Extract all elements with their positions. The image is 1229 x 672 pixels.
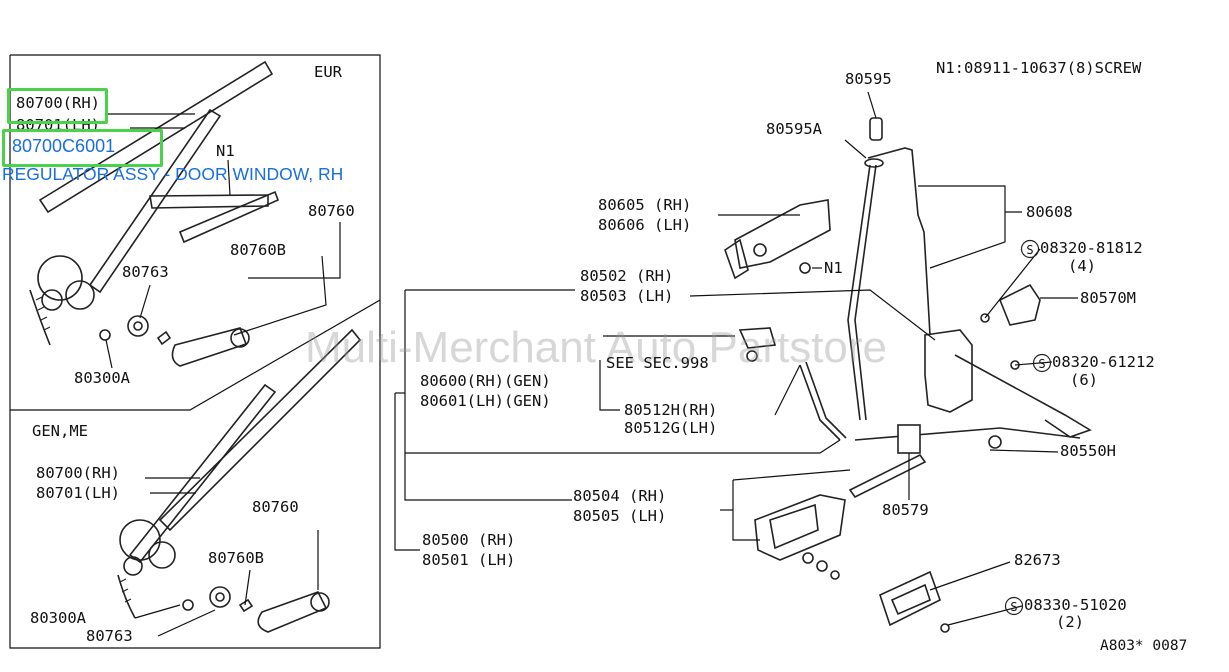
- part-label-80606: 80606 (LH): [598, 216, 692, 234]
- part-label-80505: 80505 (LH): [573, 507, 667, 525]
- part-label-80595a: 80595A: [766, 120, 822, 138]
- region-label-gen: GEN,ME: [32, 422, 88, 440]
- part-label-80763-gen: 80763: [86, 627, 133, 645]
- part-label-s08330-51020-qty: (2): [1056, 613, 1084, 631]
- part-label-n1-main: N1: [824, 259, 843, 277]
- screw-note: N1:08911-10637(8)SCREW: [936, 59, 1142, 77]
- see-section-note: SEE SEC.998: [606, 354, 709, 372]
- part-label-80501: 80501 (LH): [422, 551, 516, 569]
- leader-lines: [105, 91, 1078, 637]
- part-label-80763-eur: 80763: [122, 263, 169, 281]
- part-label-s08320-81812: 08320-81812: [1040, 239, 1143, 257]
- inset-frame: [9, 54, 381, 649]
- highlight-part-no[interactable]: 80700(RH): [16, 94, 100, 112]
- part-label-80300a-gen: 80300A: [30, 609, 86, 627]
- svg-text:S: S: [1026, 243, 1033, 257]
- part-label-80608: 80608: [1026, 203, 1073, 221]
- circled-s-icon: S: [1020, 239, 1040, 259]
- eur-regulator-drawing: [29, 60, 280, 367]
- svg-text:S: S: [1010, 600, 1017, 614]
- part-label-80512g: 80512G(LH): [624, 419, 718, 437]
- main-mechanism-drawing: [724, 117, 1092, 633]
- highlight-box-part-no[interactable]: [7, 88, 108, 124]
- part-label-80605: 80605 (RH): [598, 196, 692, 214]
- part-label-82673: 82673: [1014, 551, 1061, 569]
- part-label-80512h: 80512H(RH): [624, 401, 718, 419]
- part-label-80601: 80601(LH)(GEN): [420, 392, 551, 410]
- part-label-s08320-61212-qty: (6): [1070, 371, 1098, 389]
- part-label-s08320-61212: 08320-61212: [1052, 353, 1155, 371]
- part-label-s08320-81812-qty: (4): [1068, 257, 1096, 275]
- circled-s-icon: S: [1032, 353, 1052, 373]
- gen-regulator-drawing: [117, 328, 362, 633]
- part-label-80760-eur: 80760: [308, 202, 355, 220]
- drawing-code: A803* 0087: [1100, 638, 1188, 654]
- part-label-80760b-gen: 80760B: [208, 549, 264, 567]
- part-label-80570m: 80570M: [1080, 289, 1136, 307]
- part-label-80502: 80502 (RH): [580, 267, 674, 285]
- part-label-80595: 80595: [845, 70, 892, 88]
- part-label-s08330-51020: 08330-51020: [1024, 596, 1127, 614]
- part-label-80579: 80579: [882, 501, 929, 519]
- part-label-80760-gen: 80760: [252, 498, 299, 516]
- highlight-box-oem-no[interactable]: [2, 129, 163, 167]
- part-label-80760b-eur: 80760B: [230, 241, 286, 259]
- part-label-80600: 80600(RH)(GEN): [420, 372, 551, 390]
- part-label-80300a-eur: 80300A: [74, 369, 130, 387]
- part-label-80504: 80504 (RH): [573, 487, 667, 505]
- region-label-eur: EUR: [314, 63, 342, 81]
- part-label-80500: 80500 (RH): [422, 531, 516, 549]
- watermark: Multi-Merchant Auto Partstore: [305, 323, 888, 372]
- part-label-80503: 80503 (LH): [580, 287, 674, 305]
- highlight-description: REGULATOR ASSY - DOOR WINDOW, RH: [2, 164, 344, 184]
- part-label-80550h: 80550H: [1060, 442, 1116, 460]
- part-label-n1-eur: N1: [216, 142, 235, 160]
- svg-text:S: S: [1038, 357, 1045, 371]
- circled-s-icon: S: [1004, 596, 1024, 616]
- highlight-oem-no[interactable]: 80700C6001: [12, 136, 116, 156]
- part-label-80700-gen: 80700(RH): [36, 464, 120, 482]
- part-label-80701-gen: 80701(LH): [36, 484, 120, 502]
